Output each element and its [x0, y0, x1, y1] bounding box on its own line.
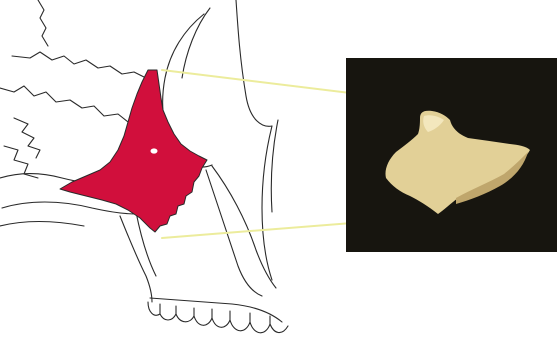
foramen-dot — [151, 148, 158, 153]
coronal-suture — [12, 52, 154, 84]
squamous-suture — [0, 86, 128, 122]
lateral-contour-far — [271, 120, 278, 212]
zygomatic-arch-base — [0, 222, 84, 227]
frontal-suture-top — [38, 0, 48, 46]
temporal-suture — [14, 118, 40, 158]
lateral-contour-upper — [236, 0, 272, 126]
maxilla-lateral-wall — [120, 216, 152, 302]
maxilla-anterior-contour — [212, 166, 276, 288]
orbit-inner-rim — [182, 8, 210, 78]
specimen-photograph — [346, 58, 557, 252]
highlighted-bone-region — [60, 70, 207, 232]
lateral-contour-right — [262, 126, 272, 280]
upper-teeth-row — [148, 302, 288, 333]
tooth-divisions — [160, 304, 270, 324]
alveolar-ridge — [150, 298, 282, 322]
